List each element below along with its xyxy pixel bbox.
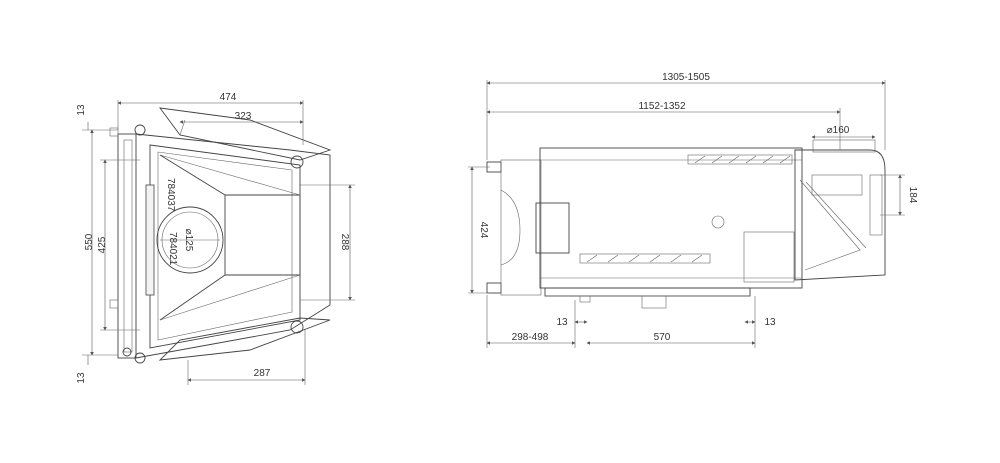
label-diameter-125: ⌀125	[183, 229, 194, 252]
dim-13-top: 13	[76, 104, 87, 116]
front-dimensions: 474 323 550 425 13 13 288	[76, 92, 355, 385]
label-part-784037: 784037	[165, 178, 176, 212]
side-view: 1305-1505 1152-1352 ⌀160 184 424 298-498	[468, 72, 918, 348]
dim-424: 424	[478, 222, 489, 239]
side-body	[486, 139, 886, 309]
dim-550: 550	[84, 233, 95, 250]
dim-288: 288	[339, 234, 350, 251]
dim-287: 287	[254, 368, 271, 379]
dim-184: 184	[907, 187, 918, 204]
dim-1305-1505: 1305-1505	[662, 72, 710, 83]
dim-13-bottom: 13	[76, 372, 87, 384]
label-part-784021: 784021	[167, 232, 178, 266]
dim-1152-1352: 1152-1352	[638, 101, 686, 112]
dim-323: 323	[235, 111, 252, 122]
dim-298-498: 298-498	[512, 332, 549, 343]
dim-425: 425	[97, 236, 108, 253]
dim-13-right: 13	[764, 317, 776, 328]
side-dimensions: 1305-1505 1152-1352 ⌀160 184 424 298-498	[468, 72, 918, 348]
dim-diameter-160: ⌀160	[827, 125, 850, 136]
front-frame	[109, 107, 332, 364]
dim-570: 570	[654, 332, 671, 343]
front-view: 474 323 550 425 13 13 288	[76, 92, 355, 385]
dim-13-left: 13	[556, 317, 568, 328]
dim-474: 474	[220, 92, 237, 103]
